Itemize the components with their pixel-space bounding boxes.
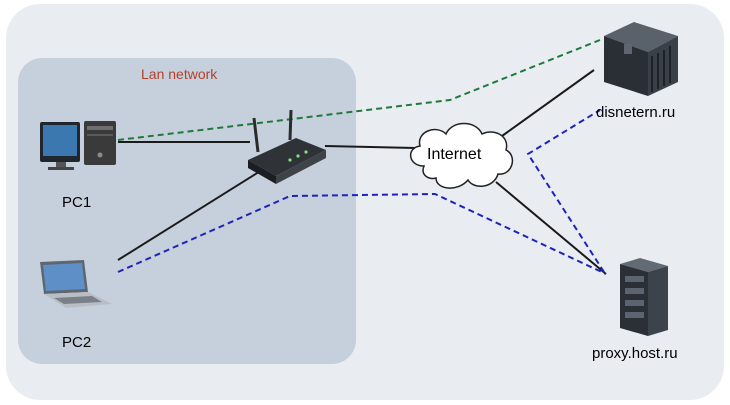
wifi-router-icon xyxy=(248,109,326,184)
server2-label: proxy.host.ru xyxy=(592,345,678,362)
route-proxy-to-server1 xyxy=(526,109,605,273)
link-internet-server2 xyxy=(495,181,607,275)
desktop-computer-icon xyxy=(40,121,116,170)
lan-network-label: Lan network xyxy=(141,66,218,82)
link-pc2-router xyxy=(117,169,263,261)
server1-label: disnetern.ru xyxy=(596,104,676,121)
pc1-label: PC1 xyxy=(62,194,92,211)
lan-panel xyxy=(18,58,356,364)
solid-links xyxy=(117,69,607,275)
internet-label: Internet xyxy=(427,146,482,163)
link-internet-server1 xyxy=(501,69,595,137)
link-router-internet xyxy=(324,145,417,149)
route-pc1-to-server1 xyxy=(117,39,601,141)
server-rack-icon xyxy=(604,22,678,96)
cloud-icon xyxy=(410,122,514,189)
laptop-icon xyxy=(40,260,112,308)
pc2-label: PC2 xyxy=(62,334,92,351)
route-pc2-to-proxy xyxy=(117,192,607,275)
server-tower-icon xyxy=(620,258,668,336)
